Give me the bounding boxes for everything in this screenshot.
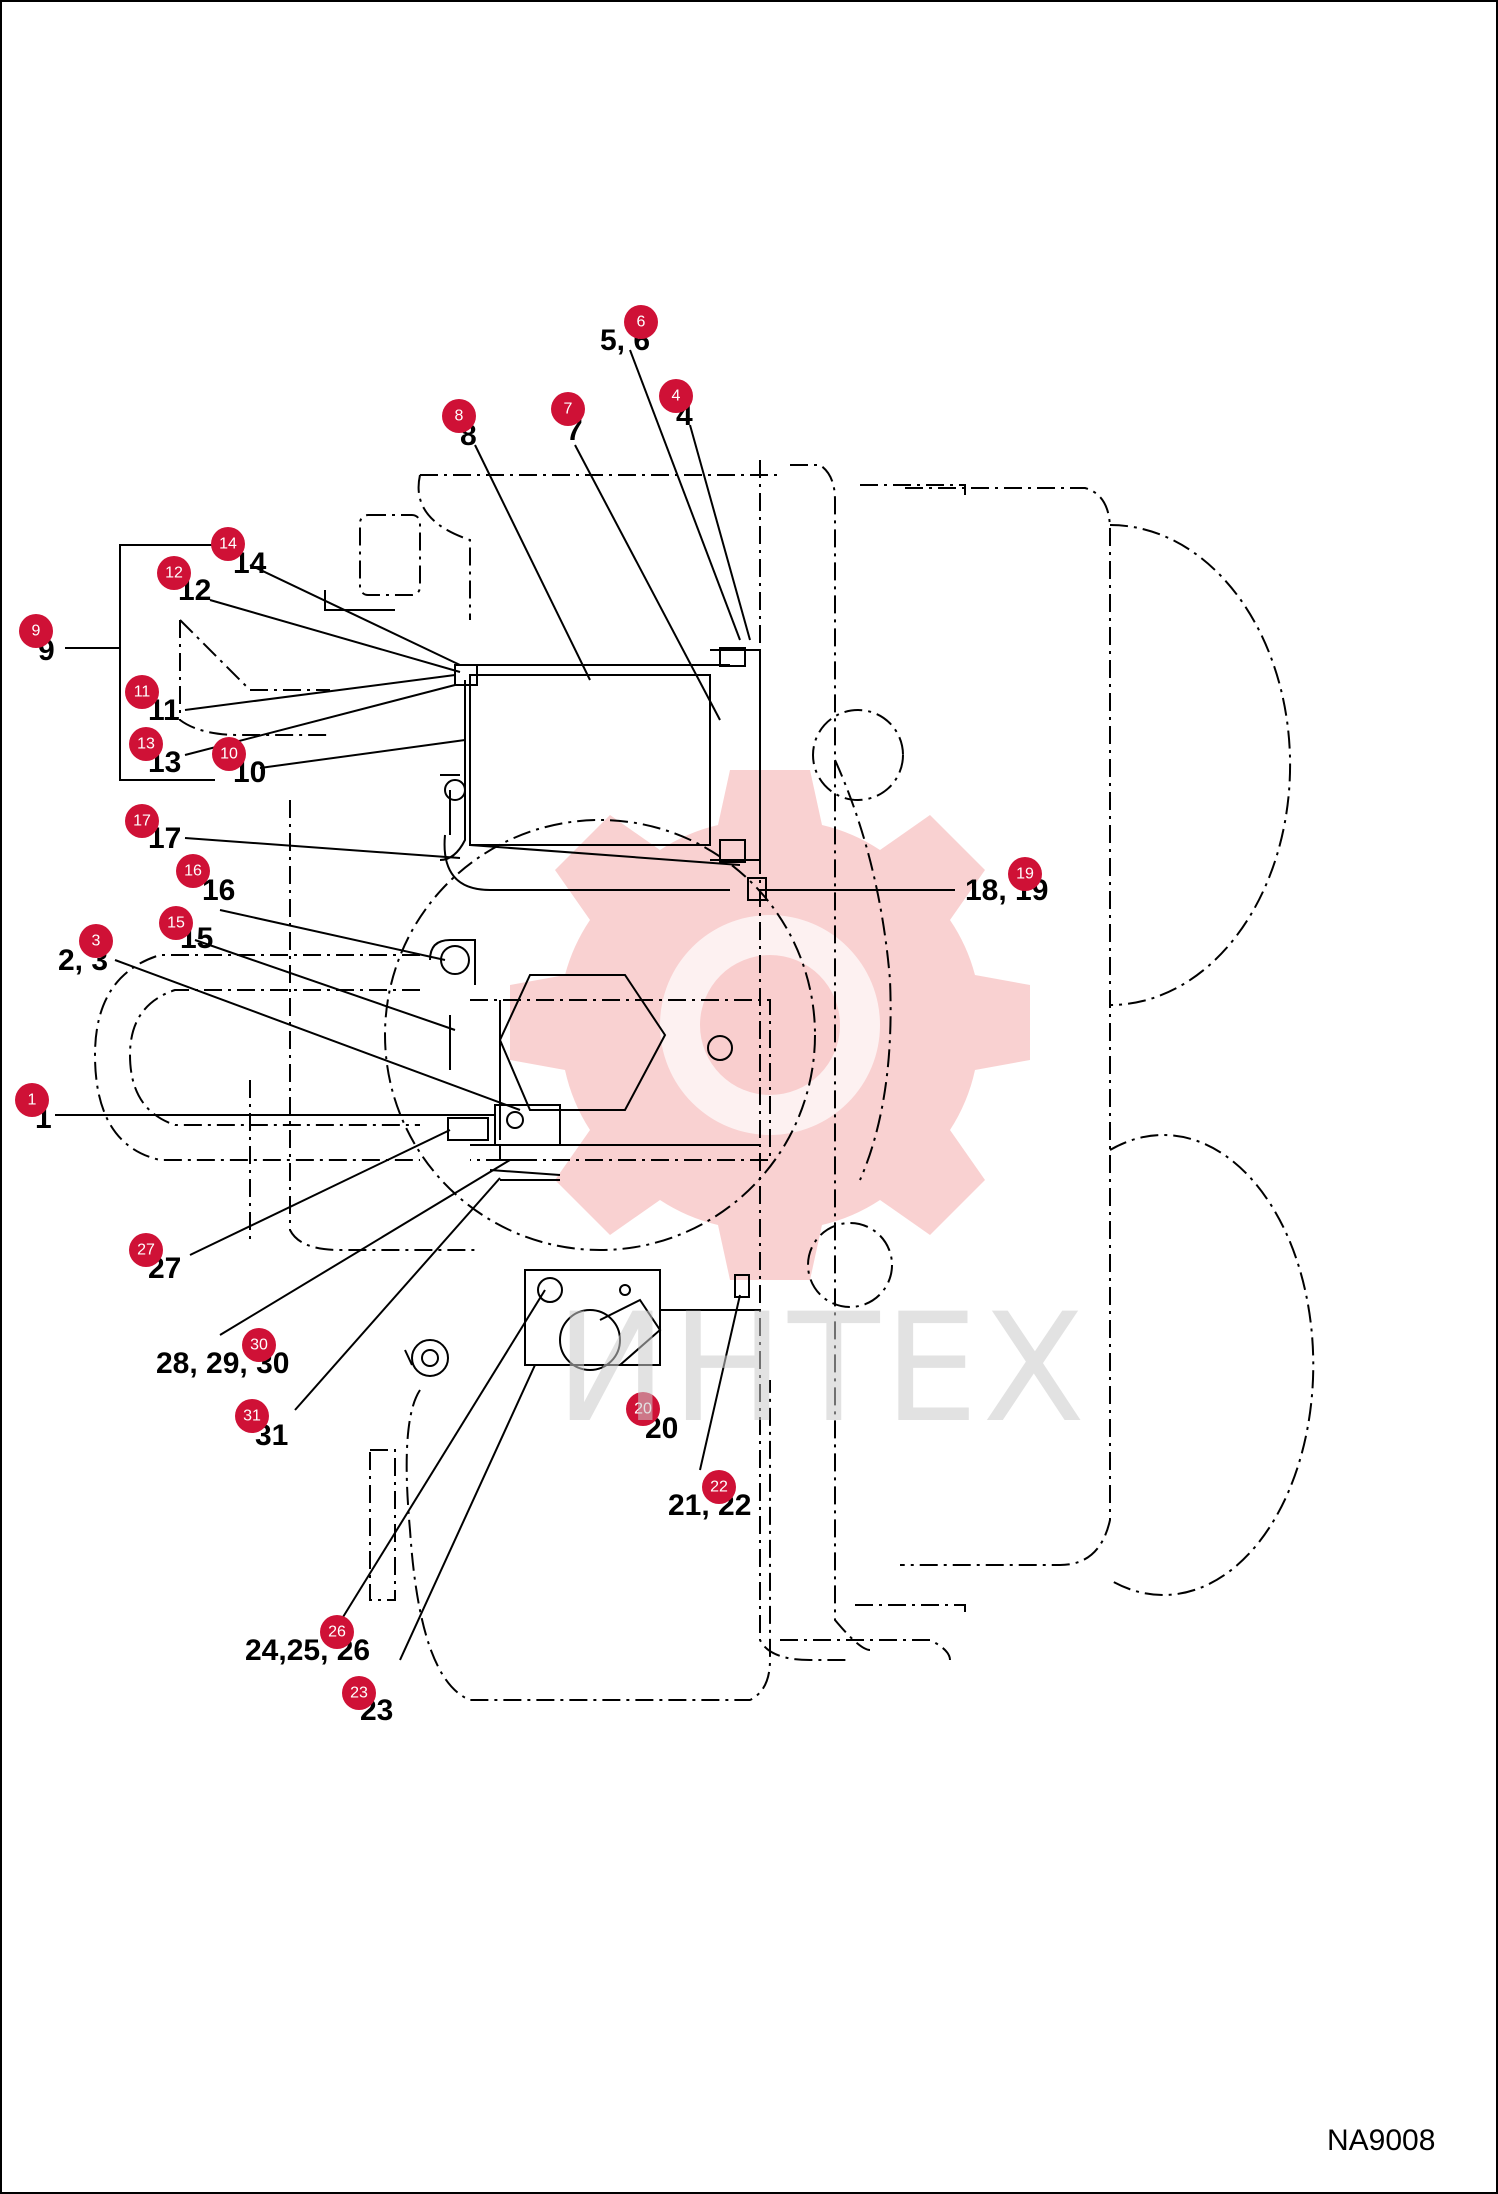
machine-outline xyxy=(93,460,1315,1701)
callout-labels: 5, 6 4 8 7 14 12 9 11 13 10 17 18, 19 16… xyxy=(35,324,1048,1727)
svg-text:10: 10 xyxy=(220,746,238,763)
marker-11: 11 xyxy=(125,675,159,709)
marker-8: 8 xyxy=(442,399,476,433)
marker-15: 15 xyxy=(159,906,193,940)
svg-text:19: 19 xyxy=(1016,866,1034,883)
marker-12: 12 xyxy=(157,556,191,590)
svg-text:11: 11 xyxy=(134,684,151,701)
marker-3: 3 xyxy=(79,924,113,958)
watermark-text: ИНТЕХ xyxy=(555,1282,1089,1456)
svg-text:20: 20 xyxy=(634,1401,652,1418)
svg-text:13: 13 xyxy=(137,736,155,753)
marker-30: 30 xyxy=(242,1328,276,1362)
marker-31: 31 xyxy=(235,1399,269,1433)
svg-text:22: 22 xyxy=(710,1479,728,1496)
marker-14: 14 xyxy=(211,527,245,561)
svg-text:16: 16 xyxy=(184,863,202,880)
svg-text:8: 8 xyxy=(455,408,464,425)
watermark-gear-icon xyxy=(510,770,1030,1280)
marker-7: 7 xyxy=(551,392,585,426)
marker-17: 17 xyxy=(125,804,159,838)
component-lines xyxy=(324,590,767,1377)
svg-text:23: 23 xyxy=(350,1685,368,1702)
marker-22: 22 xyxy=(702,1470,736,1504)
svg-text:30: 30 xyxy=(250,1337,268,1354)
markers: 6 4 8 7 14 12 9 11 13 10 17 19 16 3 15 1… xyxy=(15,305,1042,1710)
marker-19: 19 xyxy=(1008,857,1042,891)
svg-text:9: 9 xyxy=(32,623,41,640)
svg-text:7: 7 xyxy=(564,401,573,418)
marker-9: 9 xyxy=(19,614,53,648)
drawing-code: NA9008 xyxy=(1327,2124,1435,2157)
marker-4: 4 xyxy=(659,379,693,413)
marker-1: 1 xyxy=(15,1083,49,1117)
marker-27: 27 xyxy=(129,1233,163,1267)
svg-text:17: 17 xyxy=(133,813,151,830)
svg-text:1: 1 xyxy=(28,1092,37,1109)
svg-text:3: 3 xyxy=(92,933,101,950)
svg-text:31: 31 xyxy=(243,1408,261,1425)
marker-23: 23 xyxy=(342,1676,376,1710)
marker-10: 10 xyxy=(212,737,246,771)
marker-13: 13 xyxy=(129,727,163,761)
svg-text:15: 15 xyxy=(167,915,185,932)
svg-text:26: 26 xyxy=(328,1624,346,1641)
marker-6: 6 xyxy=(624,305,658,339)
svg-text:12: 12 xyxy=(165,565,183,582)
marker-20: 20 xyxy=(626,1392,660,1426)
svg-text:4: 4 xyxy=(672,388,681,405)
group-bracket xyxy=(65,544,215,781)
svg-text:14: 14 xyxy=(219,536,237,553)
marker-26: 26 xyxy=(320,1615,354,1649)
svg-text:27: 27 xyxy=(137,1242,155,1259)
leader-lines xyxy=(55,349,955,1661)
marker-16: 16 xyxy=(176,854,210,888)
svg-text:6: 6 xyxy=(637,314,646,331)
